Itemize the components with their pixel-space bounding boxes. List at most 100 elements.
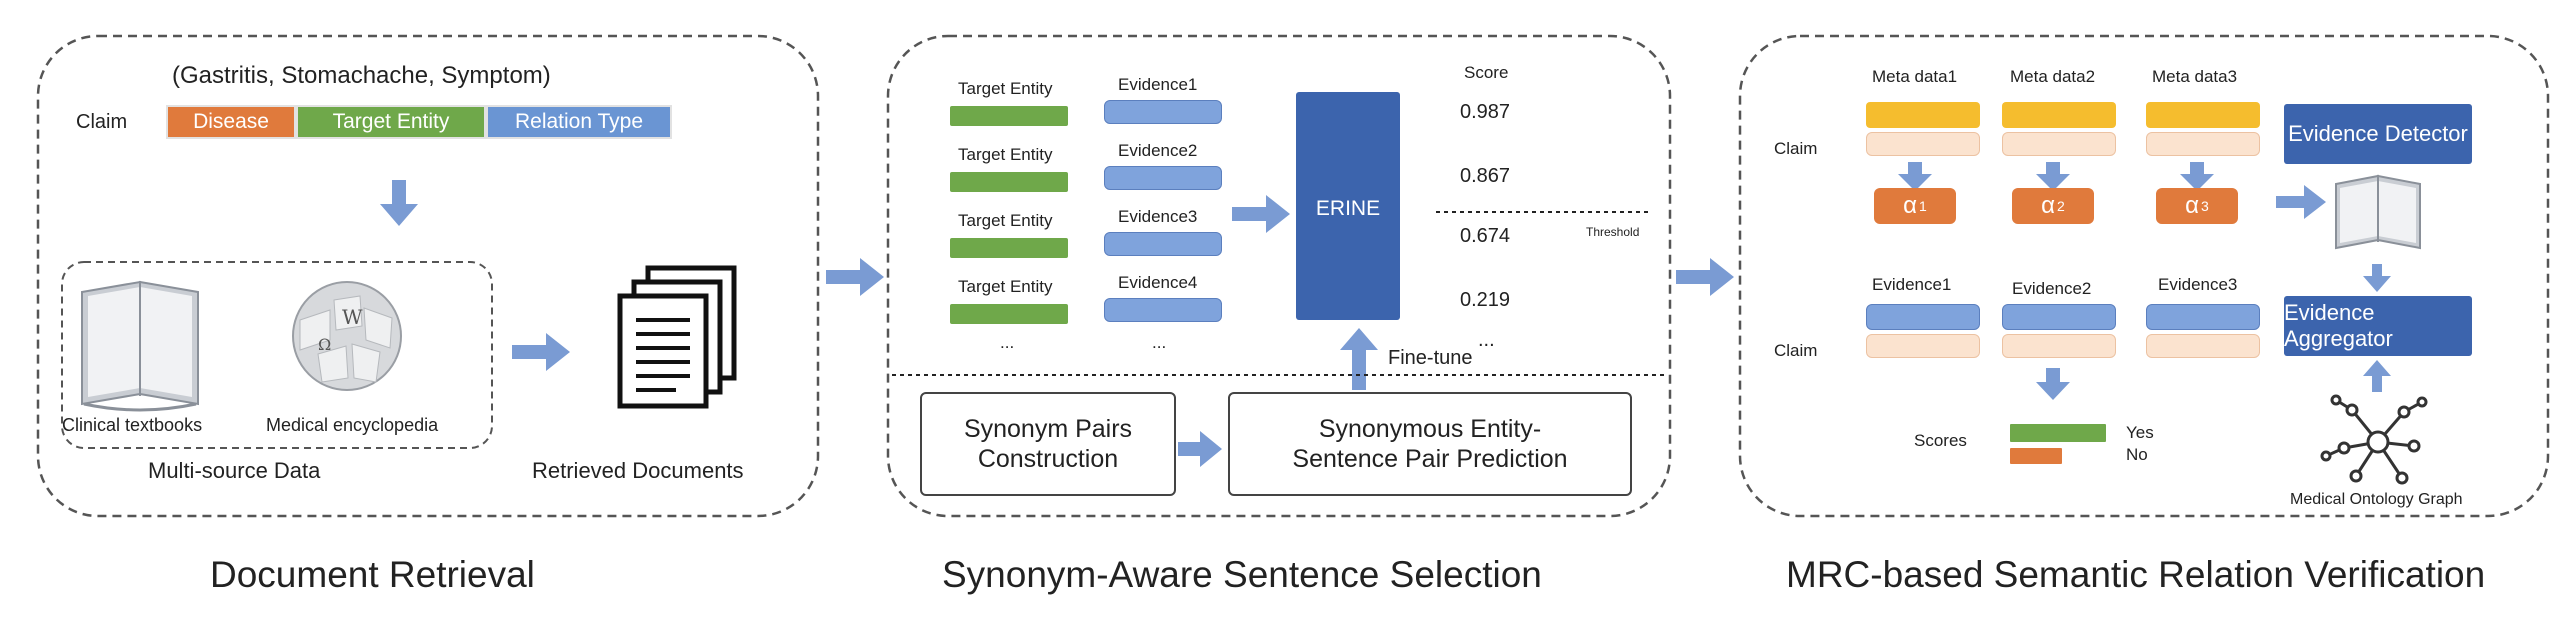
evidence-label-v3: Evidence3: [2158, 275, 2238, 294]
arrow-to-erine: [1232, 195, 1290, 233]
claim-triple: (Gastritis, Stomachache, Symptom): [172, 62, 551, 89]
target-entity-ellipsis: ...: [1000, 333, 1015, 352]
arrow-panel1-to-2: [826, 258, 884, 296]
no-label: No: [2126, 445, 2148, 464]
yes-label: Yes: [2126, 423, 2154, 442]
pair-prediction-box: Synonymous Entity-Sentence Pair Predicti…: [1228, 392, 1632, 496]
score-2: 0.867: [1460, 165, 1511, 187]
target-entity-bar-4: [950, 304, 1068, 324]
evidence-label-v1: Evidence1: [1872, 275, 1952, 294]
panel-verification-border: [1738, 34, 2550, 518]
arrow-down-claim: [380, 180, 418, 226]
evidence-bar-1: [1104, 100, 1222, 124]
meta-bar-3: [2146, 102, 2260, 128]
arrow-meta3-down: [2180, 162, 2214, 191]
evidence-bar-v3: [2146, 304, 2260, 330]
evidence-aggregator-box: Evidence Aggregator: [2284, 296, 2472, 356]
arrow-panel2-to-3: [1676, 258, 1734, 296]
evidence-bar-3: [1104, 232, 1222, 256]
erine-label: ERINE: [1315, 197, 1381, 220]
evidence-label-v2: Evidence2: [2012, 279, 2092, 298]
svg-text:Ω: Ω: [318, 335, 331, 354]
erine-block: [1296, 92, 1400, 320]
target-entity-label-3: Target Entity: [958, 211, 1053, 230]
small-book-icon: [2335, 174, 2421, 250]
flow-arrows: [380, 162, 2391, 467]
meta-bar-1: [1866, 102, 1980, 128]
evidence-bar-v2: [2002, 304, 2116, 330]
claim-bar-v1: [1866, 334, 1980, 358]
tag-disease: Disease: [166, 105, 296, 139]
claim-bar-2: [2002, 132, 2116, 156]
caption-sentence-selection: Synonym-Aware Sentence Selection: [942, 554, 1542, 595]
arrow-pairs-to-prediction: [1178, 431, 1222, 467]
source-textbooks-label: Clinical textbooks: [62, 415, 203, 435]
arrow-finetune-up: [1340, 328, 1378, 390]
documents-icon: [617, 265, 737, 409]
evidence-label-4: Evidence4: [1118, 273, 1198, 292]
threshold-label: Threshold: [1586, 225, 1640, 239]
arrow-meta1-down: [1898, 162, 1932, 191]
scores-label: Scores: [1914, 431, 1967, 450]
ontology-graph-label: Medical Ontology Graph: [2290, 491, 2463, 508]
evidence-detector-box: Evidence Detector: [2284, 104, 2472, 164]
score-header: Score: [1464, 63, 1509, 82]
caption-document-retrieval: Document Retrieval: [210, 554, 535, 595]
meta-label-3: Meta data3: [2152, 67, 2238, 86]
evidence-label-3: Evidence3: [1118, 207, 1198, 226]
target-entity-label-2: Target Entity: [958, 145, 1053, 164]
claim-bar-v3: [2146, 334, 2260, 358]
target-entity-label-4: Target Entity: [958, 277, 1053, 296]
multi-source-border: [61, 261, 493, 449]
evidence-bar-2: [1104, 166, 1222, 190]
score-3: 0.674: [1460, 225, 1511, 247]
tag-target-entity: Target Entity: [296, 105, 486, 139]
claim-label: Claim: [76, 111, 128, 133]
panel-retrieval-border: [36, 34, 820, 518]
evidence-label-2: Evidence2: [1118, 141, 1198, 160]
multi-source-label: Multi-source Data: [148, 458, 321, 483]
score-bar-yes: [2010, 424, 2106, 442]
evidence-label-1: Evidence1: [1118, 75, 1198, 94]
svg-text:W: W: [342, 305, 363, 329]
target-entity-bar-3: [950, 238, 1068, 258]
globe-icon: W Ω: [292, 281, 402, 391]
arrow-to-scores: [2036, 368, 2070, 400]
meta-label-1: Meta data1: [1872, 67, 1958, 86]
meta-label-2: Meta data2: [2010, 67, 2096, 86]
target-entity-label-1: Target Entity: [958, 79, 1053, 98]
synonym-pairs-box: Synonym Pairs Construction: [920, 392, 1176, 496]
claim-bar-3: [2146, 132, 2260, 156]
caption-relation-verification: MRC-based Semantic Relation Verification: [1786, 554, 2486, 595]
claim-label-bottom: Claim: [1774, 341, 1818, 360]
book-icon: [81, 280, 199, 412]
source-encyclopedia-label: Medical encyclopedia: [266, 415, 439, 435]
arrow-meta2-down: [2036, 162, 2070, 191]
claim-label-top: Claim: [1774, 139, 1818, 158]
score-ellipsis: ...: [1478, 329, 1495, 351]
claim-bar-1: [1866, 132, 1980, 156]
tag-relation-type: Relation Type: [486, 105, 672, 139]
panel-selection-border: [886, 34, 1672, 518]
finetune-label: Fine-tune: [1388, 347, 1473, 369]
target-entity-bar-1: [950, 106, 1068, 126]
score-1: 0.987: [1460, 101, 1511, 123]
claim-bar-v2: [2002, 334, 2116, 358]
evidence-bar-v1: [1866, 304, 1980, 330]
retrieved-documents-label: Retrieved Documents: [532, 458, 744, 483]
arrow-to-retrieved: [512, 333, 570, 371]
arrow-to-book: [2276, 185, 2326, 219]
score-bar-no: [2010, 448, 2062, 464]
ontology-graph-icon: [2320, 394, 2428, 485]
arrow-graph-up: [2363, 360, 2391, 392]
score-4: 0.219: [1460, 289, 1511, 311]
target-entity-bar-2: [950, 172, 1068, 192]
meta-bar-2: [2002, 102, 2116, 128]
evidence-ellipsis: ...: [1152, 333, 1167, 352]
evidence-bar-4: [1104, 298, 1222, 322]
